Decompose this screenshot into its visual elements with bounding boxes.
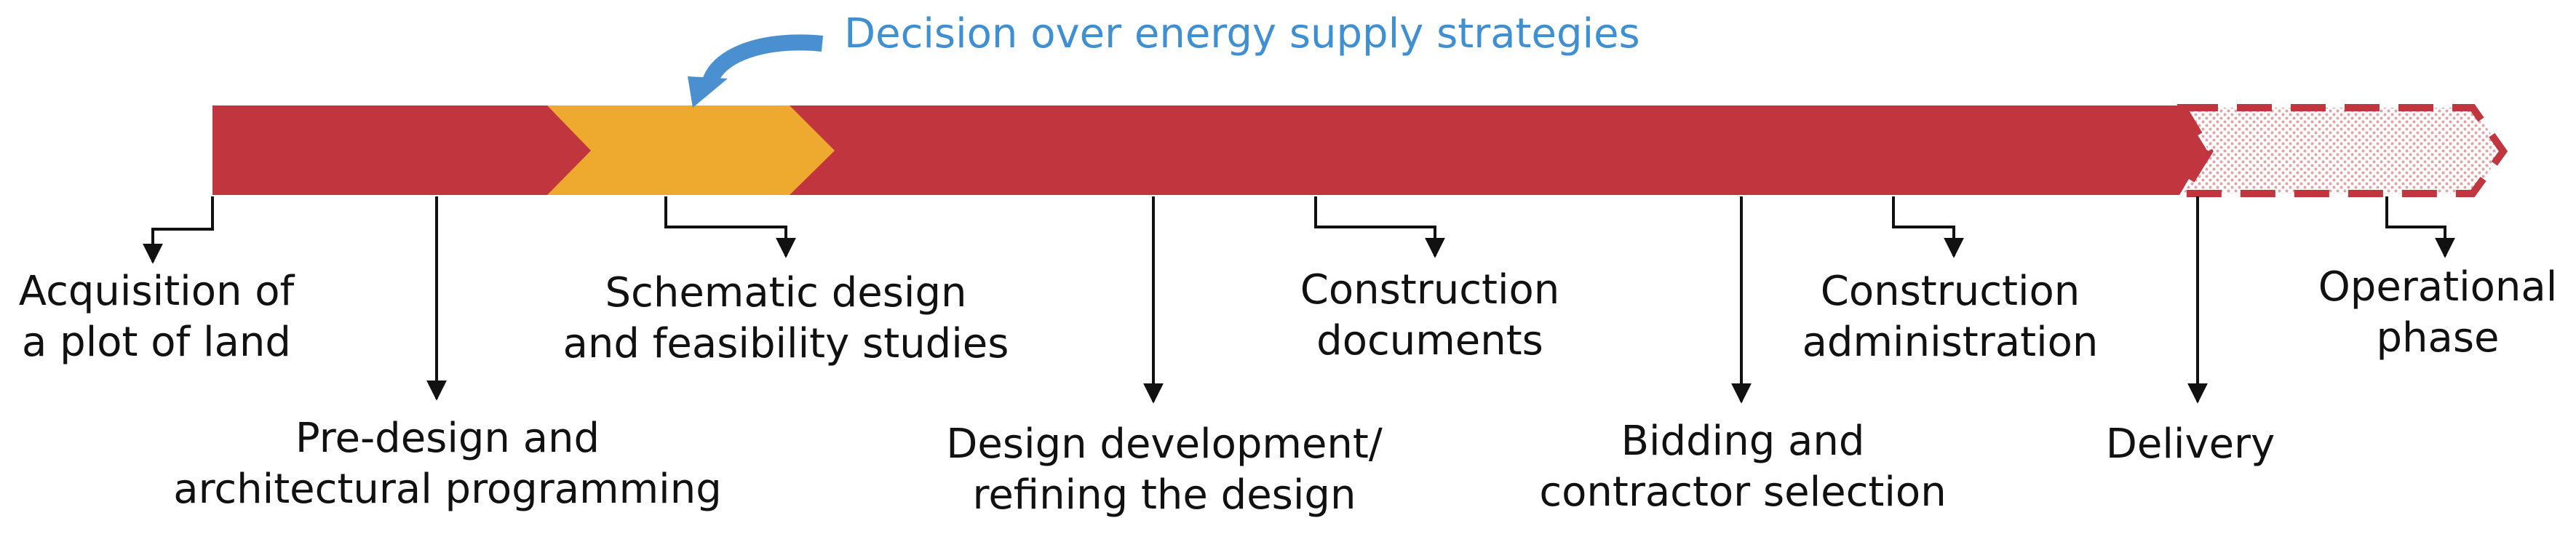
phase-label-line: Construction xyxy=(1300,266,1560,314)
phase-label-bidding: Bidding and contractor selection xyxy=(1510,416,1976,518)
phase-label-line: Operational xyxy=(2318,263,2558,311)
connector-construction-documents xyxy=(1314,196,1445,258)
decision-arrowhead xyxy=(688,76,728,108)
phase-label-line: administration xyxy=(1802,319,2099,366)
connector-acquisition xyxy=(143,196,214,264)
phase-bar xyxy=(212,105,2206,195)
connector-operational xyxy=(2385,196,2455,258)
phase-label-predesign: Pre-design and architectural programming xyxy=(146,413,750,515)
phase-label-line: Construction xyxy=(1820,268,2080,315)
phase-label-schematic: Schematic design and feasibility studies xyxy=(535,268,1037,370)
phase-label-line: architectural programming xyxy=(173,466,722,513)
decision-arrow xyxy=(701,34,824,87)
phase-label-design-development: Design development/ refining the design xyxy=(913,419,1415,521)
phase-label-line: Bidding and xyxy=(1621,418,1865,465)
phase-label-acquisition: Acquisition of a plot of land xyxy=(7,266,306,368)
phase-label-line: and feasibility studies xyxy=(562,320,1009,367)
phase-label-line: Pre-design and xyxy=(295,415,600,462)
connectors xyxy=(143,196,2455,404)
phase-label-line: Schematic design xyxy=(605,269,967,316)
phase-label-line: phase xyxy=(2376,314,2500,362)
phase-label-line: documents xyxy=(1316,317,1543,364)
phase-label-line: Acquisition of xyxy=(18,268,295,315)
phase-label-line: a plot of land xyxy=(22,319,291,366)
phase-label-line: Delivery xyxy=(2105,421,2275,468)
phase-label-construction-administration: Construction administration xyxy=(1776,266,2125,368)
phase-label-operational: Operational phase xyxy=(2307,262,2569,364)
connector-construction-administration xyxy=(1892,196,1964,258)
phase-label-line: contractor selection xyxy=(1539,469,1947,516)
phase-label-construction-documents: Construction documents xyxy=(1270,265,1590,367)
operational-phase-arrow xyxy=(2177,104,2508,197)
connector-schematic xyxy=(664,196,796,258)
phase-label-line: Design development/ xyxy=(946,421,1383,468)
phase-label-delivery: Delivery xyxy=(2067,419,2314,470)
schematic-design-chevron xyxy=(547,105,835,195)
decision-annotation: Decision over energy supply strategies xyxy=(844,10,1640,57)
phase-label-line: refining the design xyxy=(972,471,1356,519)
